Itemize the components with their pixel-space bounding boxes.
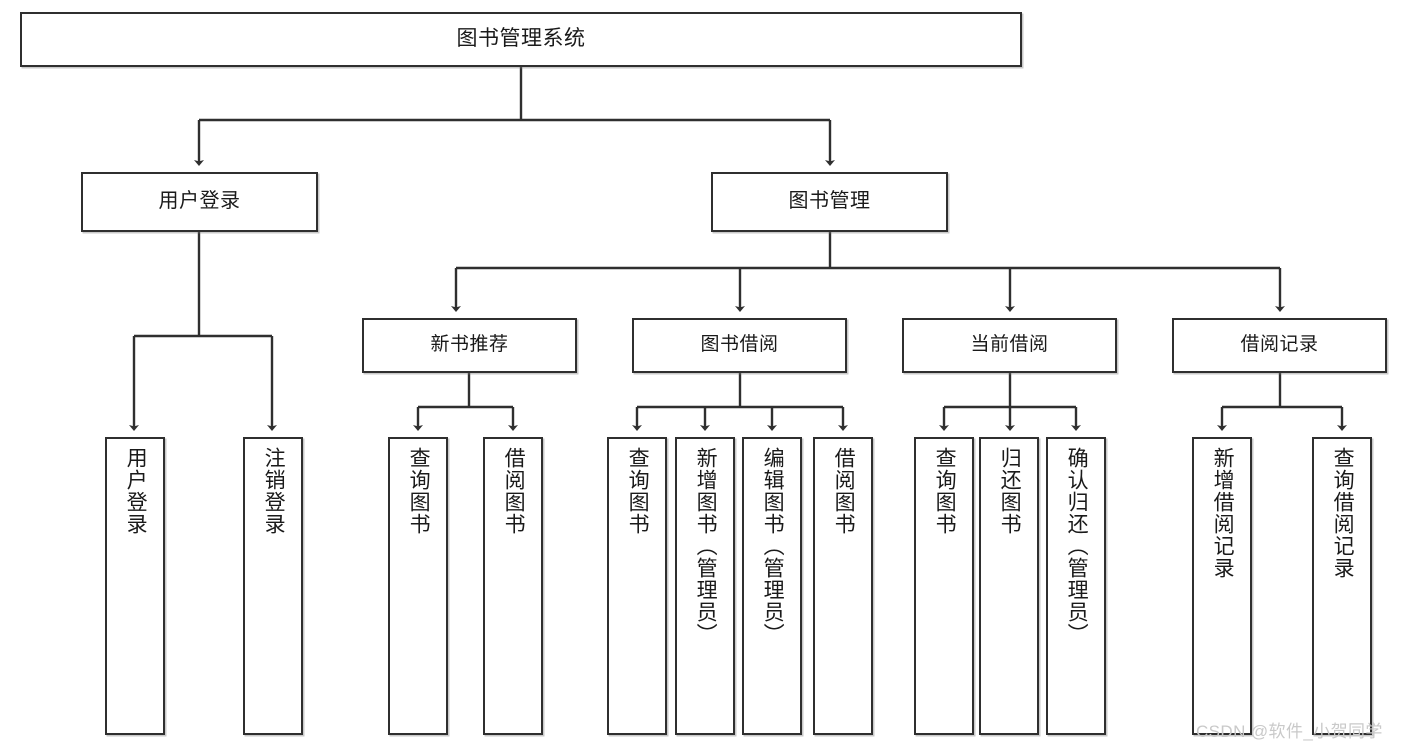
watermark: CSDN @软件_小贺同学 xyxy=(1196,722,1383,741)
node-leaf-query-record[interactable]: 查询借阅记录 xyxy=(1312,437,1372,735)
node-user-login-label: 用户登录 xyxy=(158,190,241,213)
node-leaf-add-record-label: 新增借阅记录 xyxy=(1211,447,1235,579)
node-leaf-query-record-label: 查询借阅记录 xyxy=(1331,447,1355,579)
node-leaf-query-book-1-label: 查询图书 xyxy=(407,447,431,535)
node-leaf-confirm-return-label: 确认归还（管理员） xyxy=(1065,447,1089,645)
node-leaf-confirm-return[interactable]: 确认归还（管理员） xyxy=(1046,437,1106,735)
node-leaf-query-book-1[interactable]: 查询图书 xyxy=(388,437,448,735)
node-leaf-query-book-2-label: 查询图书 xyxy=(626,447,650,535)
node-leaf-borrow-book-1[interactable]: 借阅图书 xyxy=(483,437,543,735)
node-leaf-borrow-book-2[interactable]: 借阅图书 xyxy=(813,437,873,735)
node-leaf-user-login-label: 用户登录 xyxy=(124,447,148,535)
node-leaf-edit-book[interactable]: 编辑图书（管理员） xyxy=(742,437,802,735)
node-leaf-return-book[interactable]: 归还图书 xyxy=(979,437,1039,735)
node-leaf-borrow-book-1-label: 借阅图书 xyxy=(502,447,526,535)
node-leaf-logout-label: 注销登录 xyxy=(262,447,286,535)
node-leaf-edit-book-label: 编辑图书（管理员） xyxy=(761,447,785,645)
node-book-manage-label: 图书管理 xyxy=(788,190,871,213)
node-leaf-add-book[interactable]: 新增图书（管理员） xyxy=(675,437,735,735)
node-borrow-record[interactable]: 借阅记录 xyxy=(1172,318,1387,373)
node-leaf-user-login[interactable]: 用户登录 xyxy=(105,437,165,735)
node-leaf-add-book-label: 新增图书（管理员） xyxy=(694,447,718,645)
node-leaf-query-book-3-label: 查询图书 xyxy=(933,447,957,535)
node-book-borrow-label: 图书借阅 xyxy=(700,334,779,356)
node-leaf-query-book-2[interactable]: 查询图书 xyxy=(607,437,667,735)
node-book-borrow[interactable]: 图书借阅 xyxy=(632,318,847,373)
node-user-login[interactable]: 用户登录 xyxy=(81,172,318,232)
node-root-label: 图书管理系统 xyxy=(456,27,586,51)
node-leaf-logout[interactable]: 注销登录 xyxy=(243,437,303,735)
node-leaf-query-book-3[interactable]: 查询图书 xyxy=(914,437,974,735)
node-current-borrow[interactable]: 当前借阅 xyxy=(902,318,1117,373)
node-borrow-record-label: 借阅记录 xyxy=(1240,334,1319,356)
node-current-borrow-label: 当前借阅 xyxy=(970,334,1049,356)
node-leaf-return-book-label: 归还图书 xyxy=(998,447,1022,535)
node-leaf-borrow-book-2-label: 借阅图书 xyxy=(832,447,856,535)
node-new-book-recommend[interactable]: 新书推荐 xyxy=(362,318,577,373)
node-new-book-recommend-label: 新书推荐 xyxy=(430,334,509,356)
node-leaf-add-record[interactable]: 新增借阅记录 xyxy=(1192,437,1252,735)
node-book-manage[interactable]: 图书管理 xyxy=(711,172,948,232)
node-root[interactable]: 图书管理系统 xyxy=(20,12,1022,67)
